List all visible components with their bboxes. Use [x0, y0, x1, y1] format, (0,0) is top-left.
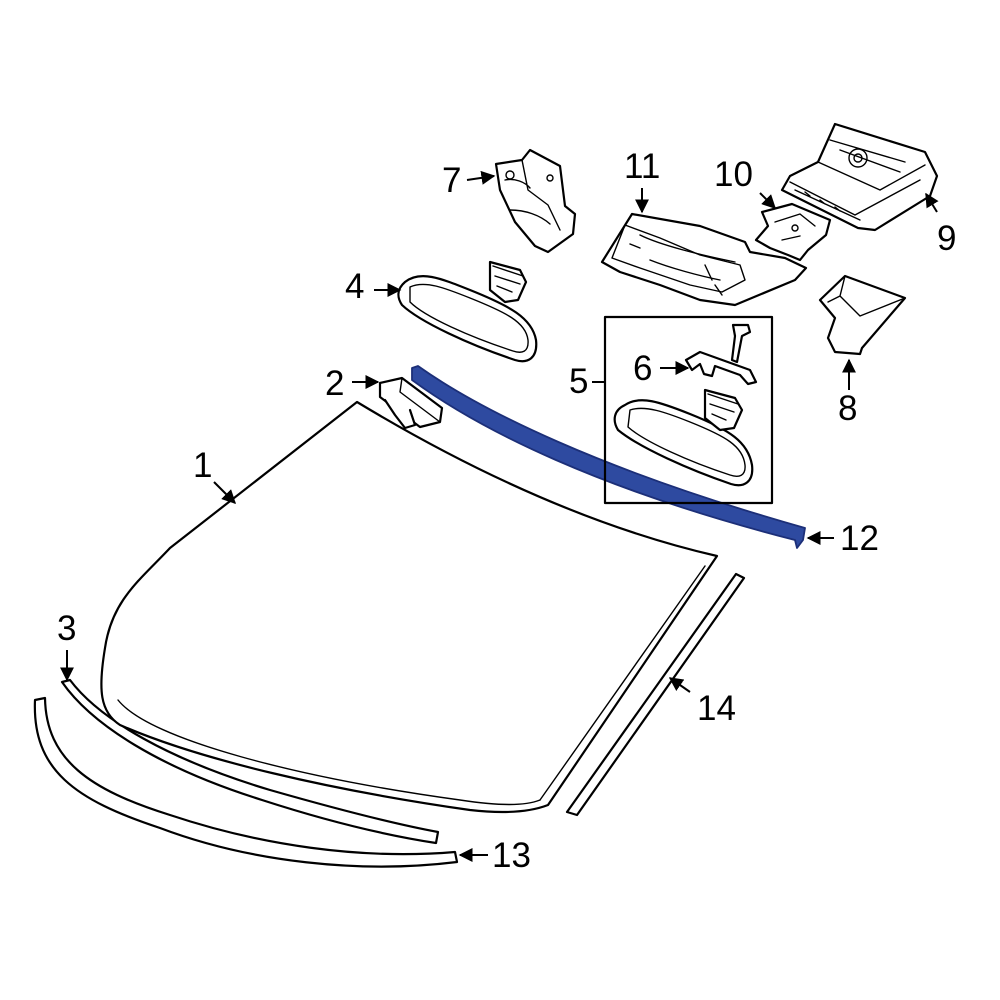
callout-7: 7 — [442, 161, 461, 200]
callout-13: 13 — [492, 836, 531, 875]
callout-2: 2 — [325, 364, 344, 403]
lower-inner-moulding[interactable] — [60, 678, 440, 845]
console-bracket[interactable] — [754, 202, 832, 262]
lower-outer-moulding[interactable] — [33, 696, 459, 868]
mirror-kit-box[interactable] — [603, 315, 774, 505]
mirror-cover-lower[interactable] — [818, 274, 907, 356]
callout-6: 6 — [633, 349, 652, 388]
camera-module[interactable] — [780, 122, 939, 232]
mirror-cover-upper[interactable] — [494, 148, 577, 254]
callout-4: 4 — [345, 267, 364, 306]
callout-3: 3 — [57, 609, 76, 648]
callout-labels: 1 2 3 4 5 6 7 8 9 10 11 12 13 14 — [57, 147, 956, 875]
windshield-glass[interactable] — [100, 400, 719, 814]
side-moulding[interactable] — [565, 572, 746, 817]
callout-14: 14 — [697, 689, 736, 728]
leader-lines — [60, 170, 939, 862]
callout-12: 12 — [840, 519, 879, 558]
callout-11: 11 — [624, 147, 660, 186]
callout-8: 8 — [838, 389, 857, 428]
mirror-clip[interactable] — [684, 323, 758, 386]
sensor-bracket[interactable] — [378, 376, 444, 430]
overhead-console-frame[interactable] — [600, 212, 808, 307]
rear-view-mirror[interactable] — [397, 260, 538, 363]
callout-1: 1 — [193, 446, 212, 485]
callout-5: 5 — [569, 362, 588, 401]
callout-9: 9 — [937, 219, 956, 258]
callout-10: 10 — [714, 155, 753, 194]
